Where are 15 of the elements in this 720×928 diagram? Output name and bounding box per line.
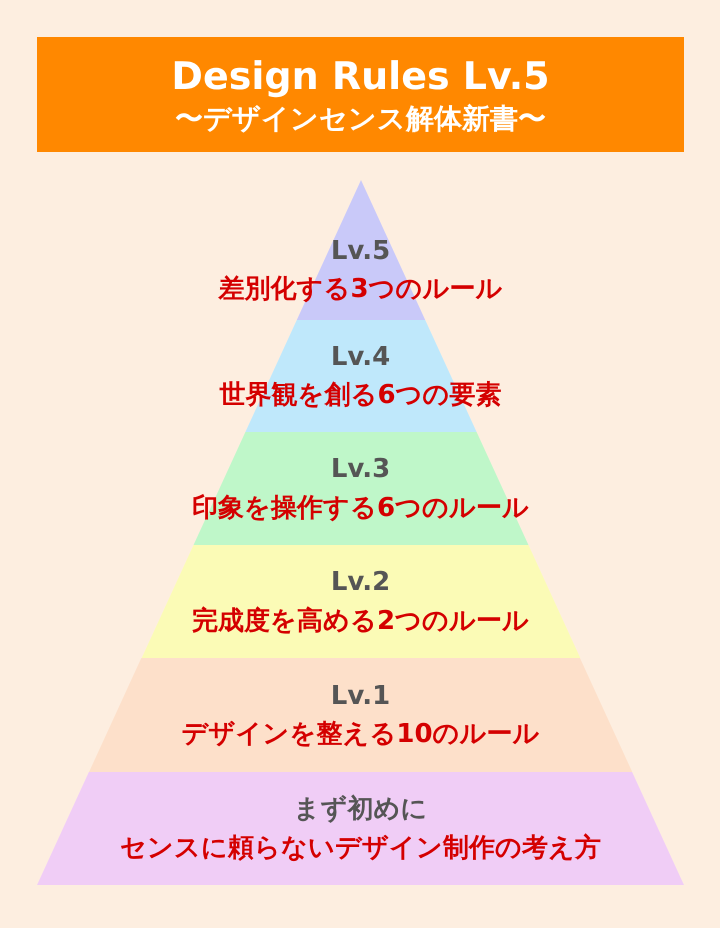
level-description: 差別化する3つのルール — [218, 273, 503, 306]
level-description: 印象を操作する6つのルール — [192, 492, 530, 524]
title-banner — [37, 37, 684, 152]
level-description: センスに頼らないデザイン制作の考え方 — [120, 832, 601, 864]
level-label: Lv.2 — [330, 566, 390, 598]
level-label: Lv.5 — [330, 234, 390, 267]
subtitle-text: 〜デザインセンス解体新書〜 — [175, 100, 546, 136]
level-description: 完成度を高める2つのルール — [192, 604, 530, 637]
level-description: 世界観を創る6つの要素 — [219, 379, 502, 412]
level-label: Lv.1 — [330, 680, 390, 712]
level-description: デザインを整える10のルール — [181, 718, 540, 750]
level-label: まず初めに — [294, 793, 428, 826]
level-label: Lv.3 — [330, 453, 390, 486]
level-label: Lv.4 — [330, 340, 390, 373]
title-text: Design Rules Lv.5 — [171, 53, 550, 100]
